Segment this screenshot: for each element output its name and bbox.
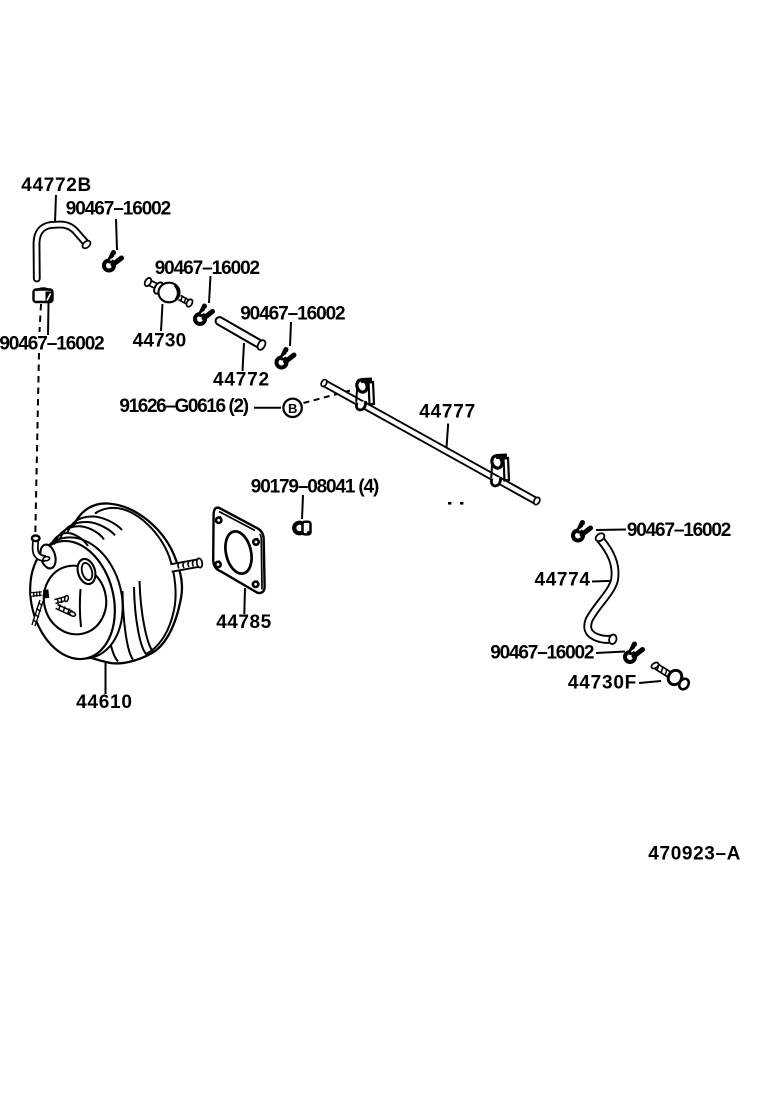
svg-text:B: B [288, 401, 297, 416]
svg-text:44730F: 44730F [568, 672, 637, 693]
svg-text:90467–16002: 90467–16002 [0, 334, 104, 355]
svg-text:44772: 44772 [213, 370, 270, 391]
svg-text:90467–16002: 90467–16002 [240, 303, 345, 324]
svg-text:44730: 44730 [133, 330, 187, 351]
svg-text:90467–16002: 90467–16002 [627, 520, 731, 541]
svg-text:90179–08041 (4): 90179–08041 (4) [251, 477, 379, 498]
svg-text:44610: 44610 [76, 692, 133, 713]
svg-text:470923–A: 470923–A [648, 844, 741, 865]
svg-text:91626–G0616 (2): 91626–G0616 (2) [119, 396, 248, 417]
svg-text:90467–16002: 90467–16002 [490, 643, 594, 664]
svg-text:44772B: 44772B [21, 175, 92, 196]
svg-text:44774: 44774 [535, 570, 591, 591]
svg-text:90467–16002: 90467–16002 [155, 258, 260, 279]
svg-text:44777: 44777 [419, 402, 476, 423]
svg-text:44785: 44785 [216, 612, 272, 633]
svg-text:90467–16002: 90467–16002 [66, 199, 171, 220]
